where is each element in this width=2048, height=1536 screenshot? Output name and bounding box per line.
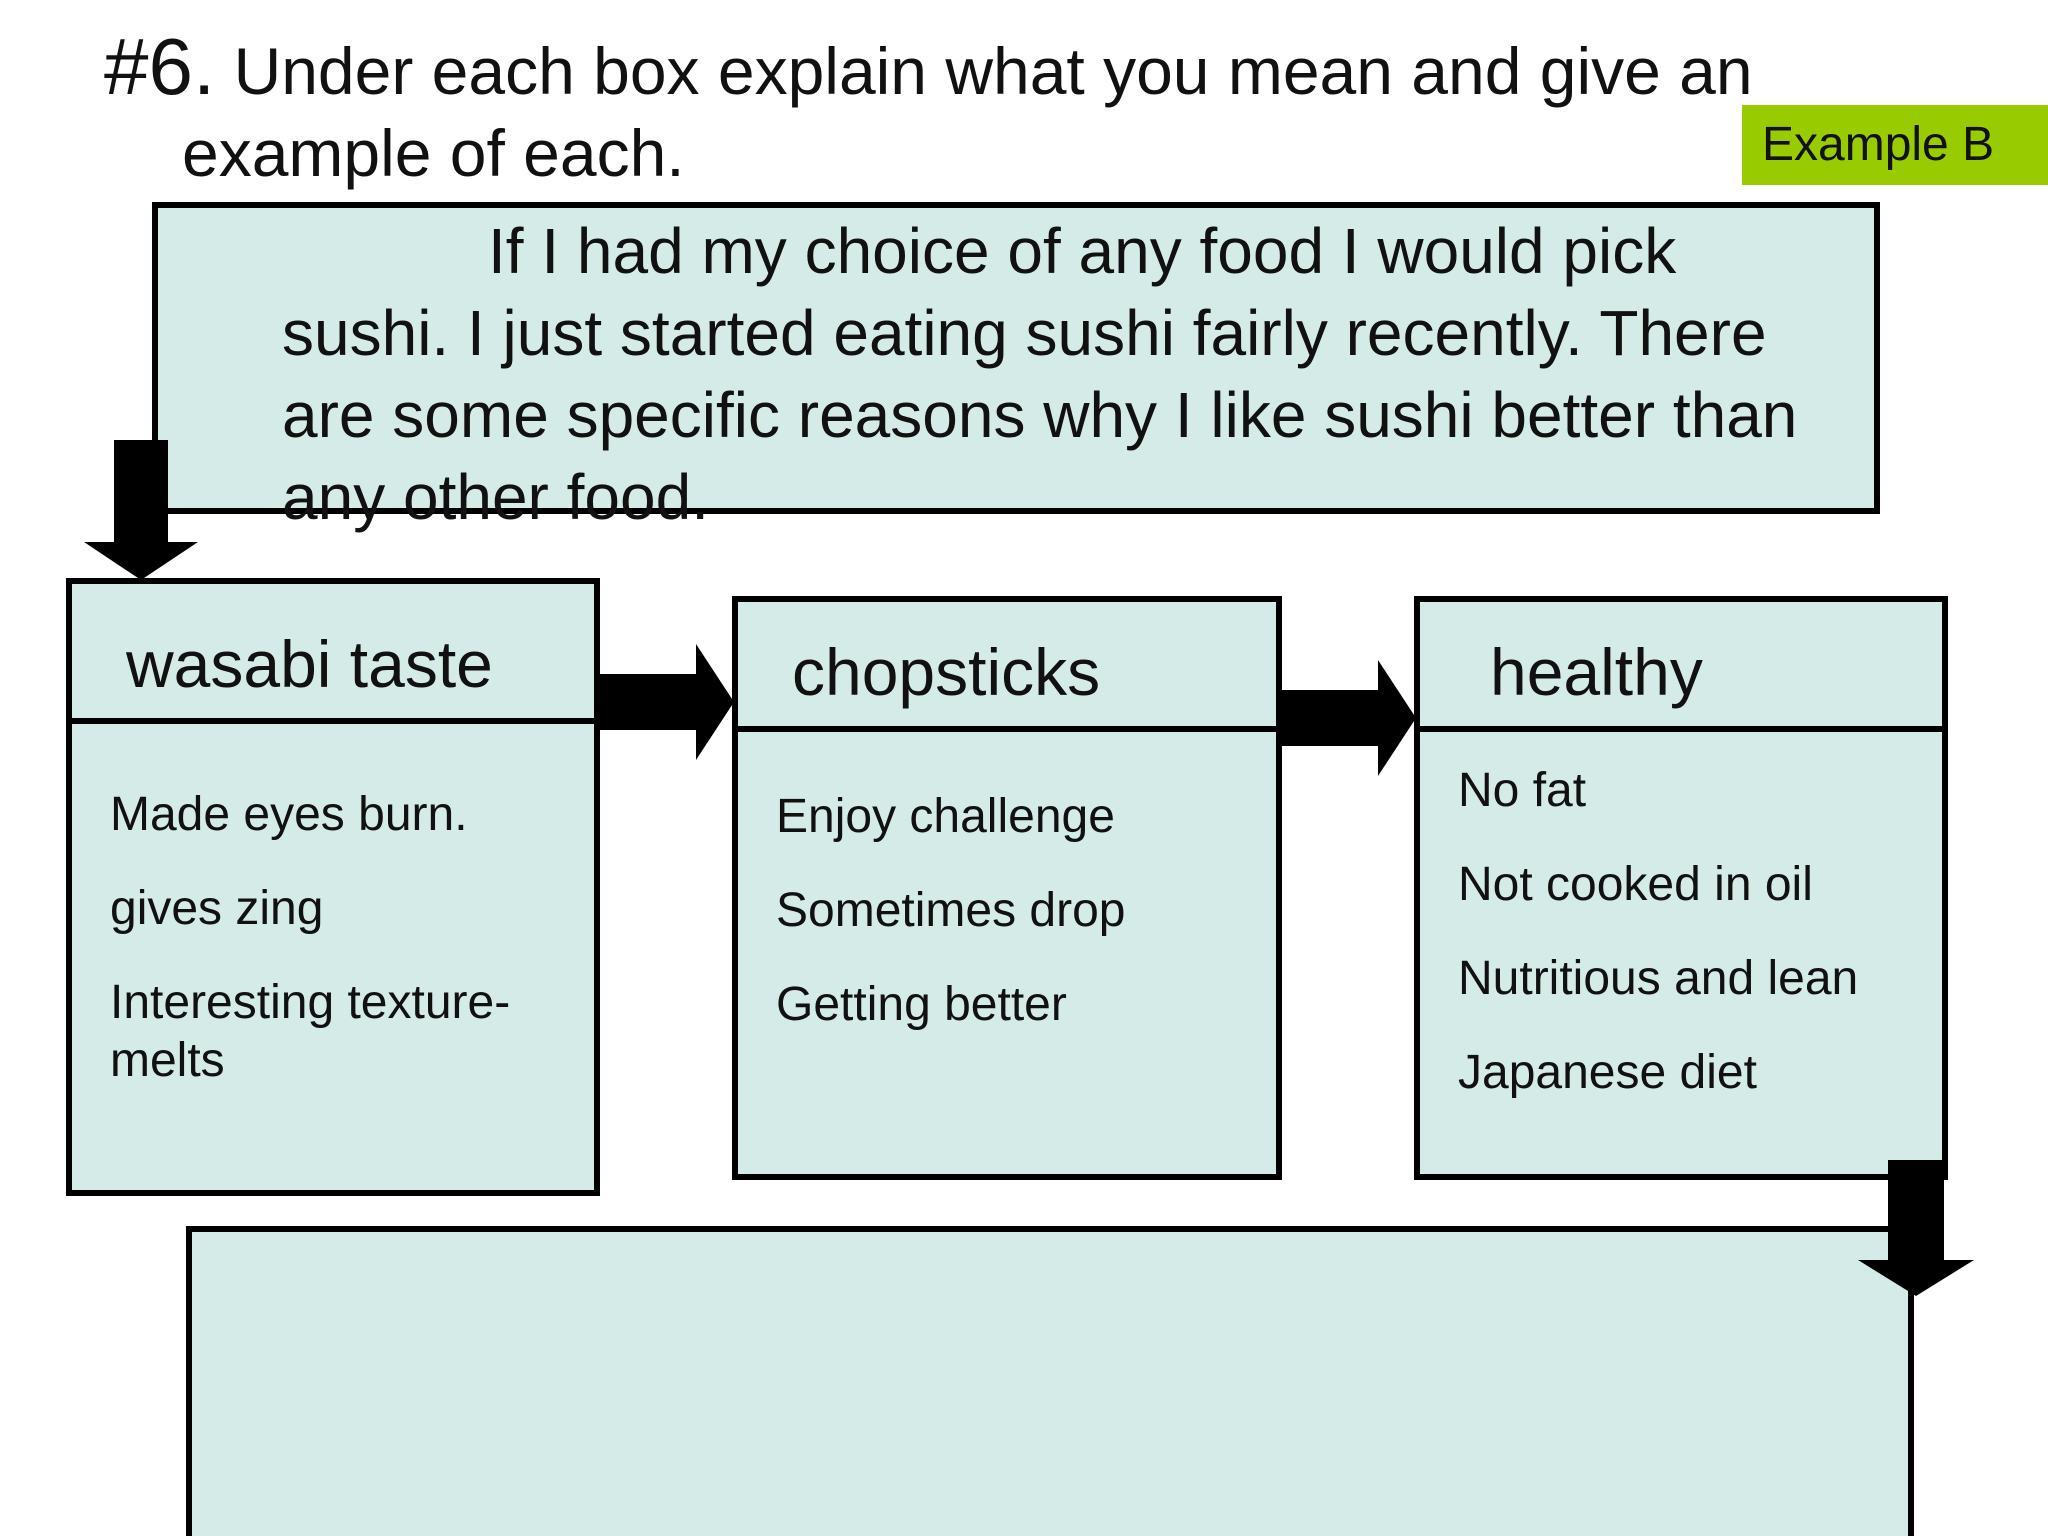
example-badge: Example B xyxy=(1742,105,2048,185)
list-item: Getting better xyxy=(776,978,1067,1031)
arrow-down-icon xyxy=(84,440,198,580)
card-details: Made eyes burn. gives zing Interesting t… xyxy=(72,724,594,1090)
card-title: chopsticks xyxy=(738,602,1276,732)
list-item: Japanese diet xyxy=(1458,1046,1757,1099)
list-item: Made eyes burn. xyxy=(110,788,468,841)
card-title: healthy xyxy=(1420,602,1942,732)
card-title: wasabi taste xyxy=(72,584,594,724)
arrow-down-icon xyxy=(1858,1160,1974,1296)
list-item: Enjoy challenge xyxy=(776,790,1115,843)
title-line-1: Under each box explain what you mean and… xyxy=(233,34,1753,108)
list-item: Not cooked in oil xyxy=(1458,858,1813,911)
conclusion-box xyxy=(186,1226,1914,1536)
thesis-text: If I had my choice of any food I would p… xyxy=(282,215,1798,533)
reason-card-1: wasabi taste Made eyes burn. gives zing … xyxy=(66,578,600,1196)
question-number: #6. xyxy=(104,22,216,111)
reason-card-2: chopsticks Enjoy challenge Sometimes dro… xyxy=(732,596,1282,1180)
page-title: #6. Under each box explain what you mean… xyxy=(104,26,1804,194)
thesis-box: If I had my choice of any food I would p… xyxy=(152,202,1880,533)
list-item: No fat xyxy=(1458,764,1587,817)
reason-card-3: healthy No fat Not cooked in oil Nutriti… xyxy=(1414,596,1948,1180)
title-line-2: example of each. xyxy=(182,116,685,190)
list-item: gives zing xyxy=(110,882,324,935)
list-item: Sometimes drop xyxy=(776,884,1126,937)
arrow-right-icon xyxy=(598,644,734,760)
card-details: Enjoy challenge Sometimes drop Getting b… xyxy=(738,732,1276,1034)
arrow-right-icon xyxy=(1280,660,1416,776)
card-details: No fat Not cooked in oil Nutritious and … xyxy=(1420,732,1942,1102)
list-item: Interesting texture-melts xyxy=(110,976,511,1087)
list-item: Nutritious and lean xyxy=(1458,952,1859,1005)
